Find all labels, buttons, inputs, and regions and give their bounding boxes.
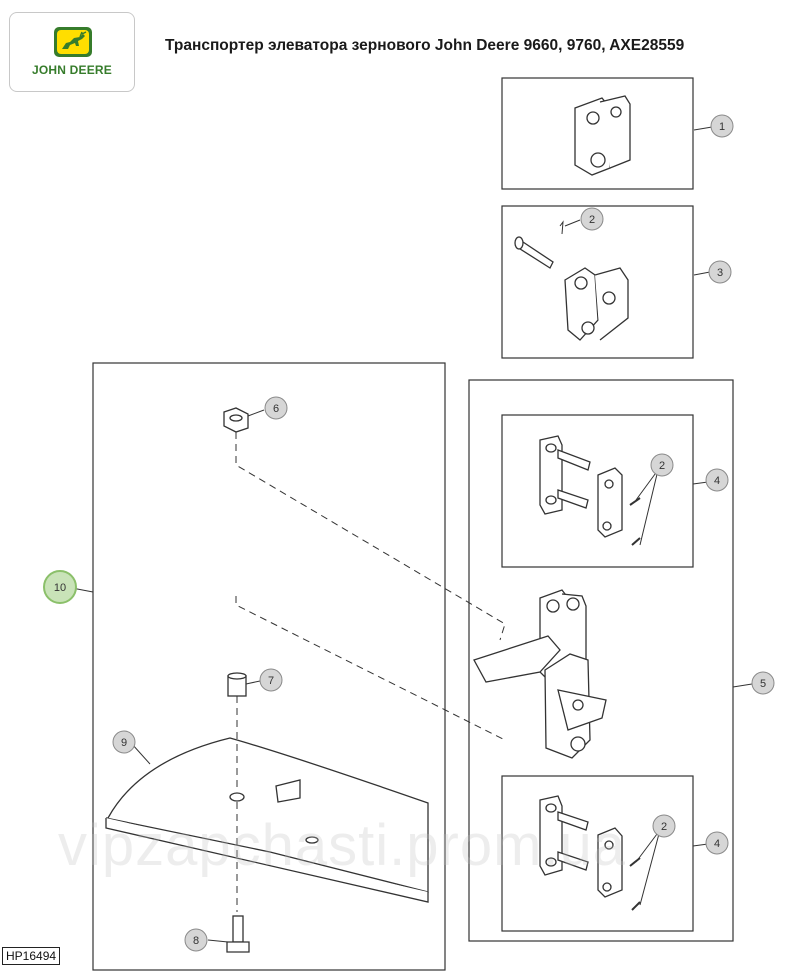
bolt-icon <box>226 915 250 953</box>
callout-3-label: 3 <box>717 267 723 279</box>
assembly-leader-lines <box>235 432 506 912</box>
callout-7 <box>259 668 283 692</box>
chain-link-icon <box>574 95 631 176</box>
spacer-icon <box>227 672 247 697</box>
john-deere-logo: JOHN DEERE <box>9 12 135 92</box>
callout-9 <box>112 730 136 754</box>
callout-9-label: 9 <box>121 737 127 749</box>
frame-part-10 <box>92 362 446 971</box>
callout-8-label: 8 <box>193 935 199 947</box>
callout-8 <box>184 928 208 952</box>
deer-logo-icon <box>54 27 92 57</box>
frame-part-3 <box>501 205 694 359</box>
callout-2 <box>652 814 676 838</box>
frame-part-4-top <box>501 414 694 568</box>
frame-part-1 <box>501 77 694 190</box>
callout-2-label: 2 <box>659 460 665 472</box>
chain-assembly-icon <box>473 589 607 759</box>
callout-2-label: 2 <box>661 821 667 833</box>
callout-5-label: 5 <box>760 678 766 690</box>
connecting-link-icon <box>539 795 641 911</box>
frame-part-4-bottom <box>501 775 694 932</box>
callout-2 <box>580 207 604 231</box>
callout-7-label: 7 <box>268 675 274 687</box>
callout-4-label: 4 <box>714 838 720 850</box>
link-with-pin-icon <box>514 220 629 341</box>
callout-2-label: 2 <box>589 214 595 226</box>
nut-icon <box>223 407 249 433</box>
callout-4 <box>705 468 729 492</box>
callout-4 <box>705 831 729 855</box>
callout-10 <box>43 570 77 604</box>
callout-4-label: 4 <box>714 475 720 487</box>
callout-6 <box>264 396 288 420</box>
connecting-link-icon <box>539 435 641 546</box>
callout-10-label: 10 <box>54 582 66 594</box>
logo-wordmark: JOHN DEERE <box>31 63 113 77</box>
callout-5 <box>751 671 775 695</box>
callout-1-label: 1 <box>719 121 725 133</box>
page-title: Транспортер элеватора зернового John Dee… <box>165 37 685 54</box>
frame-part-5 <box>468 379 734 942</box>
diagram-reference-code: HP16494 <box>2 947 61 965</box>
callout-6-label: 6 <box>273 403 279 415</box>
callout-1 <box>710 114 734 138</box>
paddle-plate-icon <box>105 737 429 903</box>
callout-2 <box>650 453 674 477</box>
callout-3 <box>708 260 732 284</box>
